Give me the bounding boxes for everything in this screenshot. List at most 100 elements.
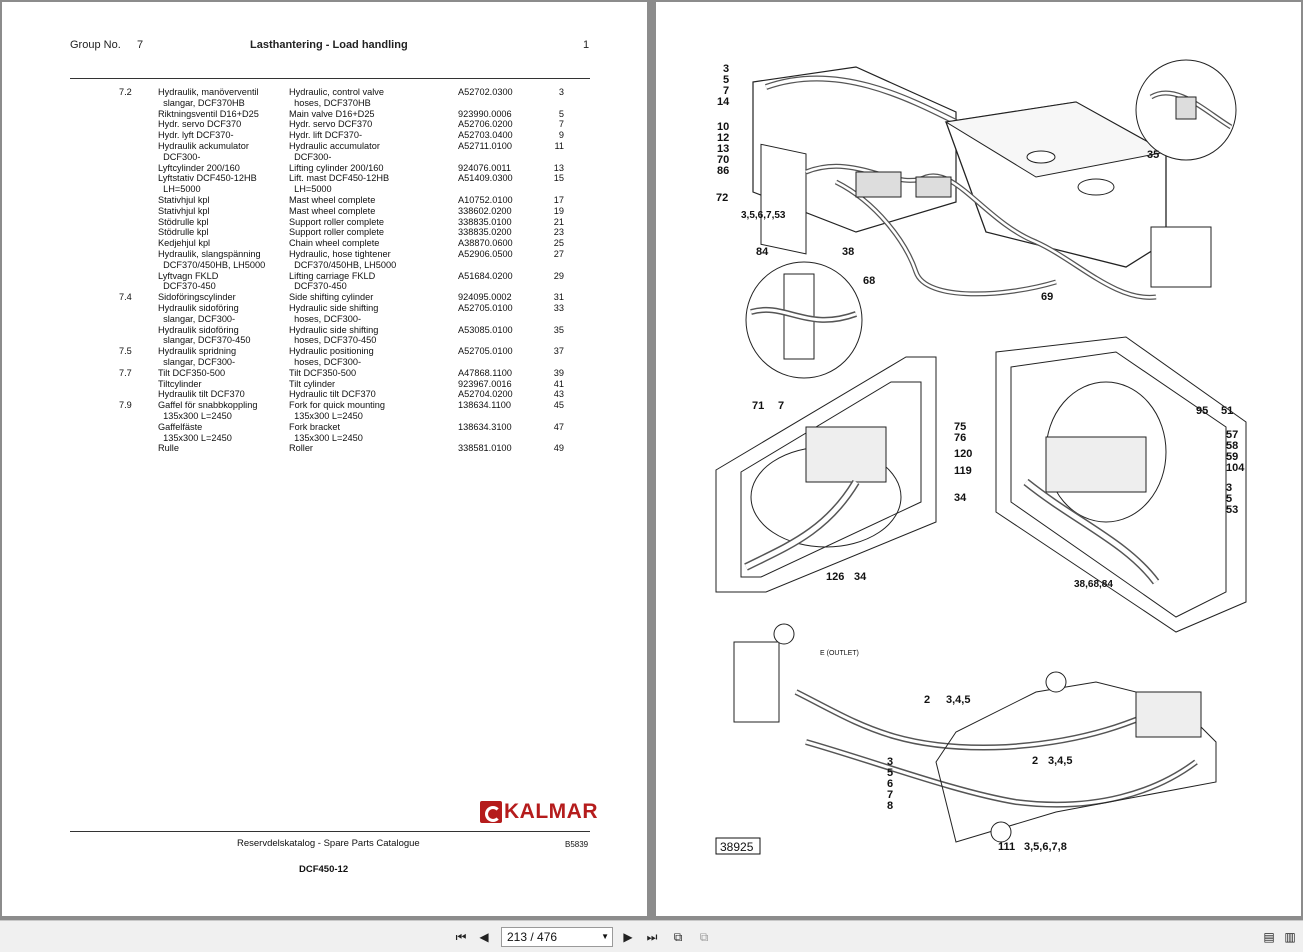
row-swedish-name: Riktningsventil D16+D25 xyxy=(158,108,259,119)
top-assembly xyxy=(752,66,1212,300)
row-page-ref: 19 xyxy=(553,205,564,216)
hydraulic-drawing-page: 3 5 7 14 10 12 13 70 86 72 3,5,6,7,53 35… xyxy=(656,2,1301,916)
row-page-ref: 21 xyxy=(553,216,564,227)
label-72: 72 xyxy=(716,192,728,204)
label-3-bottom: 3 xyxy=(887,756,893,768)
label-6-bottom: 6 xyxy=(887,778,893,790)
row-section xyxy=(70,217,120,228)
row-part-number: A47868.1100 xyxy=(458,367,512,378)
parts-row: Hydraulik ackumulator DCF300-Hydraulic a… xyxy=(70,141,594,163)
label-70: 70 xyxy=(717,154,729,166)
row-part-number: A52704.0200 xyxy=(458,389,513,400)
label-59: 59 xyxy=(1226,451,1238,463)
row-page-ref: 27 xyxy=(553,248,564,259)
detail-circle-68 xyxy=(745,261,863,379)
last-page-button[interactable]: ⏭ xyxy=(644,929,660,945)
control-valve-assembly-left xyxy=(715,356,937,593)
row-part-number: 924076.0011 xyxy=(458,162,511,173)
row-swedish-name: Stödrulle kpl xyxy=(158,227,209,238)
row-section xyxy=(70,109,120,120)
row-section xyxy=(70,141,120,163)
previous-page-button[interactable]: ◀ xyxy=(476,929,492,945)
row-section xyxy=(70,227,120,238)
row-page-ref: 35 xyxy=(553,324,564,335)
row-page-ref: 3 xyxy=(558,87,564,97)
row-english-name: Hydraulic side shifting hoses, DCF300- xyxy=(289,302,379,324)
row-section: 7.9 xyxy=(119,400,132,411)
row-english-name: Hydraulic tilt DCF370 xyxy=(289,389,376,400)
row-part-number: A52906.0500 xyxy=(458,248,513,259)
two-page-view-button[interactable]: ▥ xyxy=(1282,929,1298,945)
label-3-4-5-left: 3,4,5 xyxy=(946,694,970,706)
row-page-ref: 45 xyxy=(553,400,564,411)
first-page-button[interactable]: ⏮ xyxy=(453,929,469,945)
bottom-assembly xyxy=(733,623,1217,843)
row-part-number: A51684.0200 xyxy=(458,270,513,281)
row-swedish-name: Hydraulik spridning slangar, DCF300- xyxy=(158,346,237,367)
row-section xyxy=(70,163,120,174)
row-page-ref: 9 xyxy=(558,130,564,141)
row-english-name: Hydraulic, hose tightener DCF370/450HB, … xyxy=(289,248,397,270)
kalmar-logo-mark xyxy=(480,801,502,823)
label-3-4-5-right: 3,4,5 xyxy=(1048,755,1072,767)
row-part-number: 338835.0200 xyxy=(458,227,512,238)
row-english-name: Lifting cylinder 200/160 xyxy=(289,162,384,173)
go-back-view-button[interactable]: ⧉ xyxy=(670,929,686,945)
label-111: 111 xyxy=(998,841,1015,853)
label-2-right: 2 xyxy=(1032,755,1038,767)
hydraulic-system-drawing: 3 5 7 14 10 12 13 70 86 72 3,5,6,7,53 35… xyxy=(715,59,1247,855)
row-section xyxy=(70,325,120,347)
row-page-ref: 13 xyxy=(553,162,564,173)
page-number-field[interactable]: 213 / 476 ▼ xyxy=(501,927,613,947)
single-page-view-button[interactable]: ▤ xyxy=(1261,929,1277,945)
go-forward-view-button[interactable]: ⧉ xyxy=(696,929,712,945)
first-page-icon: ⏮ xyxy=(455,929,467,944)
label-14: 14 xyxy=(717,96,730,108)
row-part-number: 923967.0016 xyxy=(458,378,512,389)
row-section xyxy=(70,379,120,390)
row-page-ref: 29 xyxy=(553,270,564,281)
header-rule xyxy=(70,78,590,79)
label-53: 53 xyxy=(1226,504,1238,516)
callout-labels: 3 5 7 14 10 12 13 70 86 72 3,5,6,7,53 35… xyxy=(716,63,1245,853)
row-english-name: Chain wheel complete xyxy=(289,238,380,249)
row-part-number: A52702.0300 xyxy=(458,87,513,97)
label-57: 57 xyxy=(1226,429,1238,441)
row-english-name: Support roller complete xyxy=(289,216,384,227)
row-english-name: Support roller complete xyxy=(289,227,384,238)
row-section xyxy=(70,195,120,206)
row-page-ref: 31 xyxy=(553,292,564,303)
row-part-number: 924095.0002 xyxy=(458,292,512,303)
row-page-ref: 15 xyxy=(553,173,564,184)
page-indicator: 213 / 476 xyxy=(507,930,558,944)
row-swedish-name: Stativhjul kpl xyxy=(158,194,210,205)
row-part-number: A52705.0100 xyxy=(458,302,513,313)
label-2-left: 2 xyxy=(924,694,930,706)
next-page-button[interactable]: ▶ xyxy=(620,929,636,945)
row-english-name: Hydraulic positioning hoses, DCF300- xyxy=(289,346,374,367)
row-section: 7.4 xyxy=(119,292,132,303)
row-swedish-name: Hydraulik ackumulator DCF300- xyxy=(158,140,249,162)
label-58: 58 xyxy=(1226,440,1238,452)
row-section xyxy=(70,238,120,249)
label-34-right: 34 xyxy=(954,492,967,504)
row-part-number: 923990.0006 xyxy=(458,108,512,119)
label-104: 104 xyxy=(1226,462,1245,474)
figure-number-box xyxy=(715,837,761,855)
parts-row: Stödrulle kpl Support roller complete 3388… xyxy=(70,227,594,238)
label-69: 69 xyxy=(1041,291,1053,303)
row-page-ref: 33 xyxy=(553,302,564,313)
previous-page-icon: ◀ xyxy=(479,930,489,944)
chevron-down-icon[interactable]: ▼ xyxy=(601,932,609,941)
row-swedish-name: Rulle xyxy=(158,443,179,454)
row-page-ref: 41 xyxy=(553,378,564,389)
row-swedish-name: Hydraulik sidoföring slangar, DCF300- xyxy=(158,302,239,324)
parts-row: Hydraulik tilt DCF370 Hydraulic tilt DCF3… xyxy=(70,389,594,400)
row-swedish-name: Hydraulik tilt DCF370 xyxy=(158,389,245,400)
